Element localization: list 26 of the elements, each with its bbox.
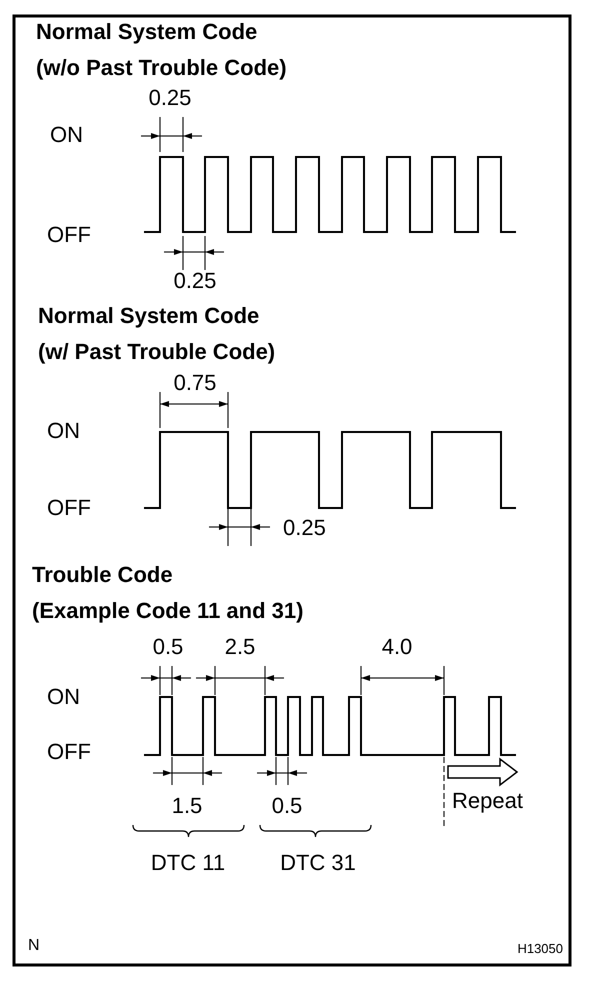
dimension-value: 0.5 bbox=[272, 792, 302, 820]
state-label: OFF bbox=[47, 738, 91, 766]
repeat-label: Repeat bbox=[452, 788, 523, 814]
dimension-value: 2.5 bbox=[224, 634, 256, 660]
dimension-value: 0.5 bbox=[152, 634, 184, 660]
figure-number: H13050 bbox=[517, 941, 563, 957]
section-heading: Normal System Code bbox=[36, 18, 258, 46]
section-heading: Normal System Code bbox=[38, 302, 260, 330]
section-heading: (w/ Past Trouble Code) bbox=[38, 338, 276, 366]
figure-mark: N bbox=[28, 936, 40, 956]
section-heading: Trouble Code bbox=[32, 562, 173, 588]
code-label: DTC 11 bbox=[150, 850, 226, 876]
dimension-value: 4.0 bbox=[382, 634, 412, 660]
dimension-value: 0.75 bbox=[174, 370, 216, 396]
dimension-value: 1.5 bbox=[172, 792, 202, 820]
state-label: OFF bbox=[47, 494, 91, 522]
dimension-value: 0.25 bbox=[174, 268, 216, 294]
section-heading: (Example Code 11 and 31) bbox=[32, 598, 304, 624]
state-label: ON bbox=[47, 418, 80, 444]
state-label: OFF bbox=[47, 222, 91, 248]
state-label: ON bbox=[47, 684, 80, 710]
section-heading: (w/o Past Trouble Code) bbox=[36, 54, 287, 82]
state-label: ON bbox=[50, 122, 83, 148]
dimension-value: 0.25 bbox=[283, 514, 326, 542]
dimension-value: 0.25 bbox=[148, 84, 192, 112]
code-label: DTC 31 bbox=[280, 850, 356, 876]
